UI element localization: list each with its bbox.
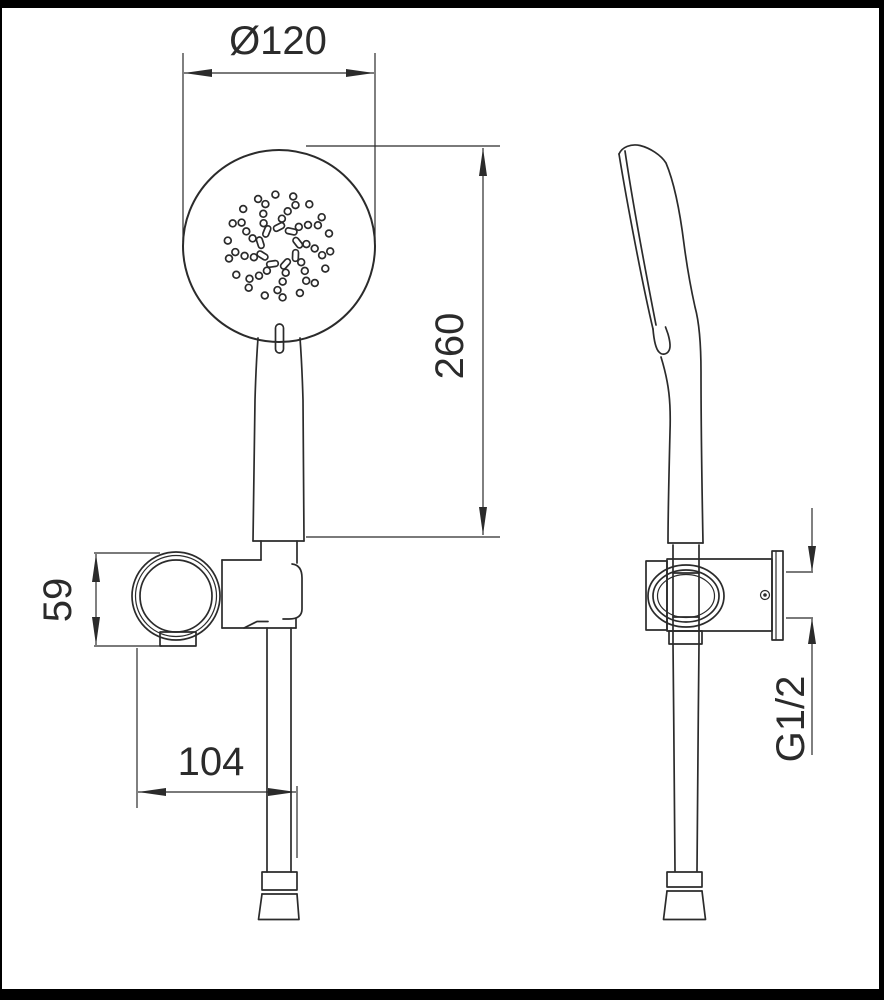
label-holder-height: 59 xyxy=(36,578,80,623)
dimension-holder-offset: 104 xyxy=(136,648,298,858)
knob-front xyxy=(131,551,221,647)
frame-right-border xyxy=(879,0,884,1000)
dimension-thread: G1/2 xyxy=(769,508,816,762)
handle-front xyxy=(252,337,305,564)
knob-clip xyxy=(159,631,197,647)
spray-nozzle-pattern xyxy=(223,190,335,302)
bracket-side xyxy=(645,544,784,645)
front-view xyxy=(131,149,376,921)
shower-head-side xyxy=(618,144,704,544)
label-holder-offset: 104 xyxy=(178,740,245,784)
frame-top-border xyxy=(0,0,884,8)
hose-outlet-nub xyxy=(668,630,703,645)
hose-side xyxy=(672,643,700,872)
wall-flange xyxy=(771,550,784,641)
hose-front xyxy=(266,627,292,873)
hose-connector-front xyxy=(257,871,300,921)
dimension-overall-length: 260 xyxy=(306,145,500,538)
screw-hole xyxy=(759,589,771,601)
bracket-front xyxy=(221,559,303,629)
hose-connector-side xyxy=(662,871,707,921)
dimension-head-diameter: Ø120 xyxy=(182,19,376,242)
label-overall-length: 260 xyxy=(428,313,472,380)
dimension-holder-height: 59 xyxy=(36,552,162,647)
label-thread: G1/2 xyxy=(769,676,813,763)
label-head-diameter: Ø120 xyxy=(229,19,327,63)
frame-bottom-border xyxy=(0,989,884,1000)
side-view xyxy=(618,144,784,921)
hang-slot xyxy=(274,323,285,354)
shower-head-face xyxy=(182,149,376,343)
frame-left-border xyxy=(0,0,2,1000)
hang-hook-side xyxy=(652,326,671,355)
